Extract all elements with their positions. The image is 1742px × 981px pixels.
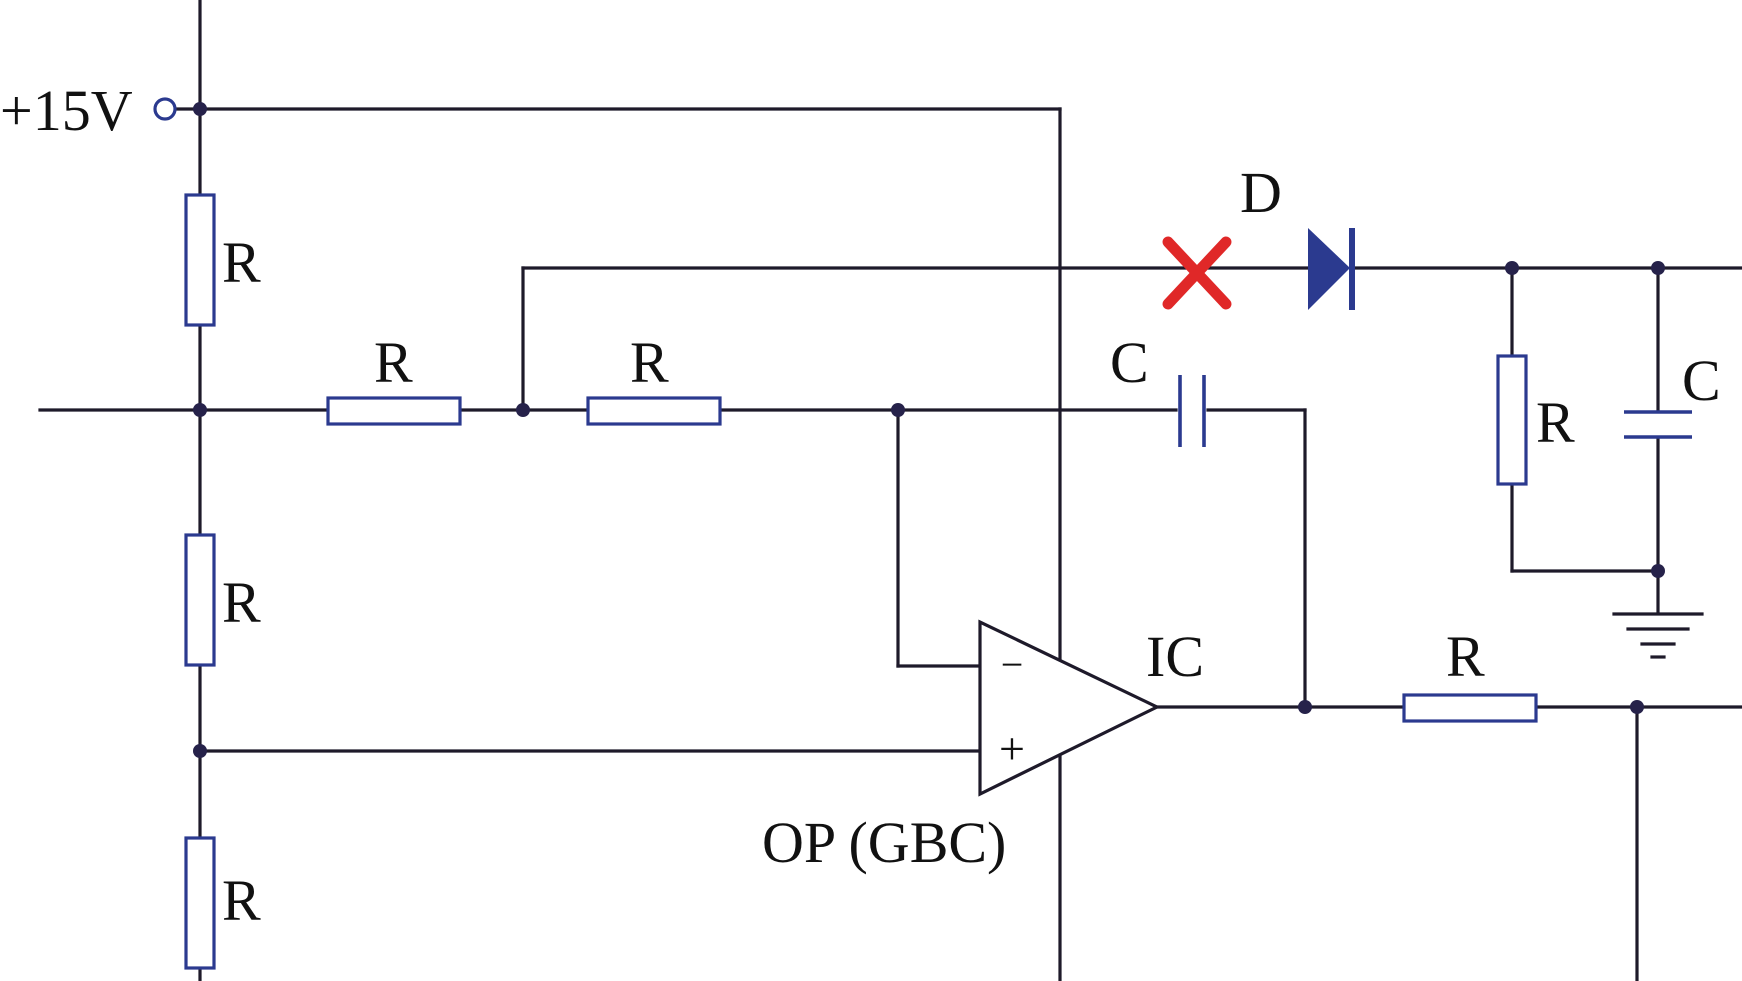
resistor-load bbox=[1496, 354, 1528, 486]
resistors bbox=[184, 193, 1538, 970]
diode-triangle bbox=[1308, 228, 1350, 310]
resistor-top-divider bbox=[184, 193, 216, 327]
opamp-minus-label: − bbox=[1001, 642, 1024, 687]
red-cross-icon bbox=[1162, 236, 1232, 310]
junction-dot bbox=[1505, 261, 1519, 275]
junction-dot bbox=[1651, 261, 1665, 275]
resistor-bot-divider-label: R bbox=[222, 868, 261, 933]
ground-icon bbox=[1612, 612, 1704, 659]
ic-label: IC bbox=[1146, 624, 1204, 689]
resistor-mid-divider-label: R bbox=[222, 570, 261, 635]
diode bbox=[1308, 228, 1355, 310]
opamp-plus-label: + bbox=[999, 723, 1025, 774]
open-terminal-icon bbox=[153, 97, 177, 121]
junction-dot bbox=[891, 403, 905, 417]
resistor-series-2 bbox=[586, 396, 722, 426]
opamp: − + bbox=[978, 619, 1161, 797]
resistor-load-label: R bbox=[1536, 390, 1575, 455]
supply-label: +15V bbox=[0, 78, 133, 143]
junction-dots bbox=[193, 102, 1665, 758]
junction-dot bbox=[193, 102, 207, 116]
resistor-series-2-label: R bbox=[630, 330, 669, 395]
resistor-bot-divider bbox=[184, 836, 216, 970]
junction-dot bbox=[1651, 564, 1665, 578]
resistor-series-1-label: R bbox=[374, 330, 413, 395]
resistor-series-1 bbox=[326, 396, 462, 426]
junction-dot bbox=[193, 403, 207, 417]
resistor-output bbox=[1402, 693, 1538, 723]
wires bbox=[38, 0, 1742, 981]
capacitor-load-label: C bbox=[1682, 348, 1721, 413]
resistor-mid-divider bbox=[184, 533, 216, 667]
resistor-output-label: R bbox=[1446, 624, 1485, 689]
diode-label: D bbox=[1240, 160, 1282, 225]
junction-dot bbox=[1298, 700, 1312, 714]
opamp-body bbox=[978, 619, 1161, 797]
junction-dot bbox=[1630, 700, 1644, 714]
resistor-top-divider-label: R bbox=[222, 230, 261, 295]
capacitor-series bbox=[1178, 375, 1206, 447]
junction-dot bbox=[193, 744, 207, 758]
opamp-label: OP (GBC) bbox=[762, 810, 1006, 875]
capacitor-series-label: C bbox=[1110, 330, 1149, 395]
junction-dot bbox=[516, 403, 530, 417]
labels: +15V D IC OP (GBC) R R R R R C R C R bbox=[0, 78, 1721, 933]
capacitor-load bbox=[1624, 410, 1692, 439]
